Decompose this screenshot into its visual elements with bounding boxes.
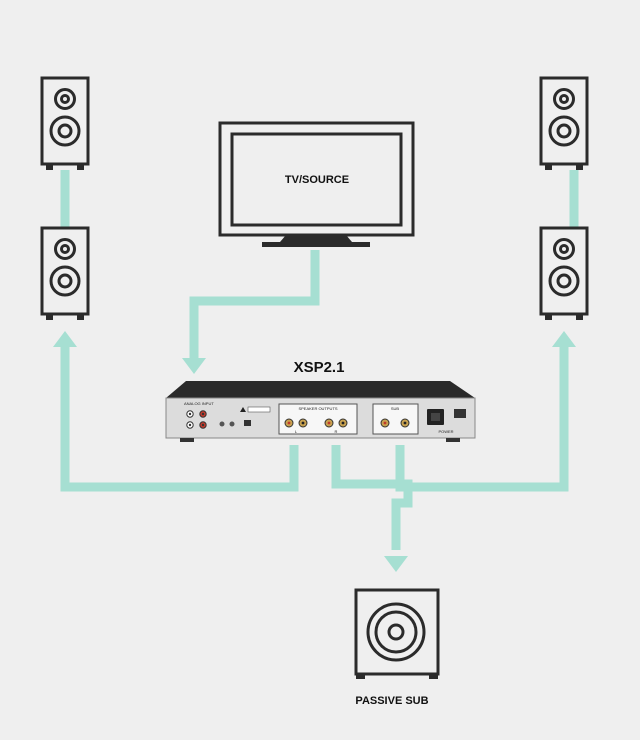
speaker-outputs-label: SPEAKER OUTPUTS bbox=[298, 406, 337, 411]
tv-source-label: TV/SOURCE bbox=[285, 174, 349, 186]
control-switches bbox=[219, 406, 271, 427]
channel-left-label: L bbox=[295, 429, 298, 434]
arrowheads bbox=[53, 331, 576, 572]
sub-output-label: SUB bbox=[391, 406, 400, 411]
arrow-down-amp bbox=[182, 358, 206, 374]
channel-right-label: R bbox=[335, 429, 338, 434]
amp-model-label: XSP2.1 bbox=[294, 359, 345, 376]
arrow-down-sub bbox=[384, 556, 408, 572]
wire-amp-to-right bbox=[395, 345, 569, 492]
amplifier-unit: ANALOG INPUT SPEAKER OUTPUTS bbox=[165, 381, 476, 442]
speaker-output-terminals: SPEAKER OUTPUTS L R bbox=[278, 403, 358, 435]
analog-input-label: ANALOG INPUT bbox=[184, 401, 214, 406]
wire-amp-to-sub bbox=[331, 445, 413, 550]
connection-lines bbox=[60, 170, 579, 550]
speaker-right-bottom bbox=[539, 226, 589, 320]
sub-output-terminals: SUB bbox=[372, 403, 419, 435]
speaker-right-top bbox=[539, 76, 589, 170]
tv-icon bbox=[218, 121, 415, 247]
analog-input-jacks: ANALOG INPUT bbox=[184, 401, 214, 429]
arrow-up-left bbox=[53, 331, 77, 347]
wire-tv-to-amp bbox=[189, 250, 320, 360]
speaker-left-bottom bbox=[40, 226, 90, 320]
power-inlet: POWER bbox=[427, 409, 466, 434]
arrow-up-right bbox=[552, 331, 576, 347]
speaker-left-top bbox=[40, 76, 90, 170]
power-label: POWER bbox=[438, 429, 453, 434]
wire-amp-to-left bbox=[60, 345, 299, 492]
passive-sub-label: PASSIVE SUB bbox=[355, 695, 428, 707]
subwoofer-icon bbox=[354, 588, 440, 679]
